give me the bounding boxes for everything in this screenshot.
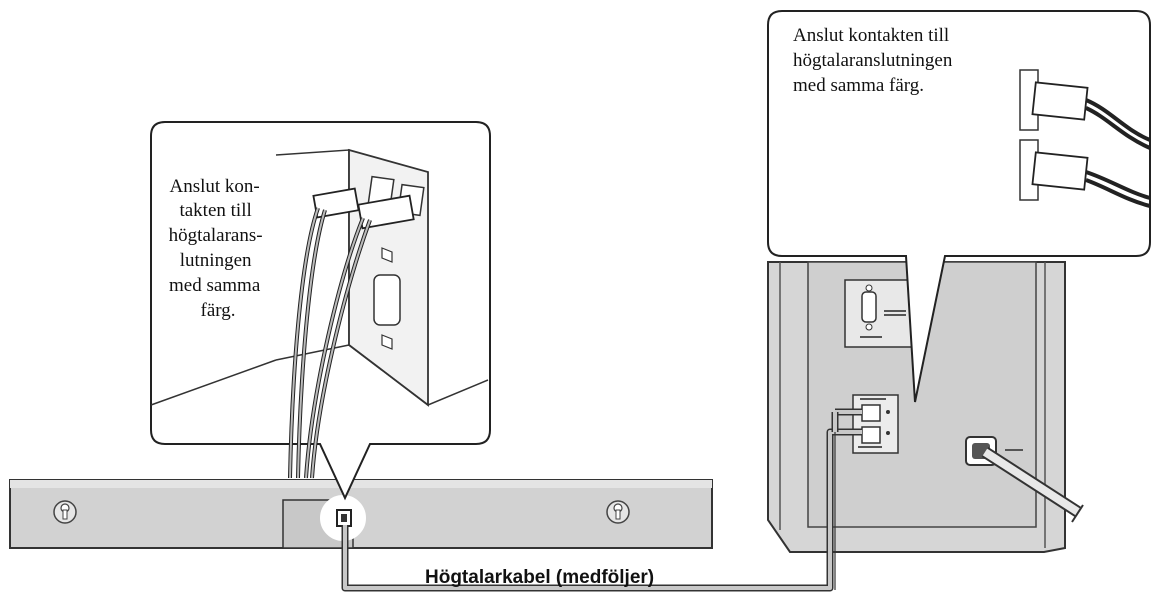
system-connector-panel: [844, 279, 916, 348]
callout-soundbar-line: lutningen: [180, 250, 252, 271]
wall-mount-hole-right: [606, 500, 630, 524]
callout-subwoofer-line: Anslut kontakten till: [793, 25, 949, 46]
callout-subwoofer-line: högtalaranslutningen: [793, 50, 953, 71]
callout-soundbar: Anslut kon- takten till högtalarans- lut…: [150, 121, 491, 501]
callout-subwoofer: Anslut kontakten till högtalaranslutning…: [767, 10, 1151, 403]
speaker-plugs-closeup: [288, 187, 415, 479]
callout-soundbar-line: högtalarans-: [169, 225, 263, 246]
callout-subwoofer-line: med samma färg.: [793, 75, 924, 96]
speaker-terminal-panel: [852, 394, 899, 454]
cable-label: Högtalarkabel (medföljer): [425, 567, 654, 588]
power-cord: [981, 446, 1084, 523]
speaker-terminals-closeup: [1019, 69, 1151, 208]
callout-soundbar-line: takten till: [179, 200, 251, 221]
callout-subwoofer-text: Anslut kontakten till högtalaranslutning…: [793, 25, 957, 96]
callout-soundbar-line: Anslut kon-: [170, 176, 260, 197]
callout-soundbar-line: färg.: [201, 300, 236, 321]
callout-soundbar-text: Anslut kon- takten till högtalarans- lut…: [169, 176, 268, 321]
soundbar: [9, 479, 713, 549]
speaker-cable: [341, 408, 862, 592]
wall-mount-hole-left: [53, 500, 77, 524]
subwoofer: [767, 261, 1084, 553]
callout-soundbar-line: med samma: [169, 275, 261, 296]
